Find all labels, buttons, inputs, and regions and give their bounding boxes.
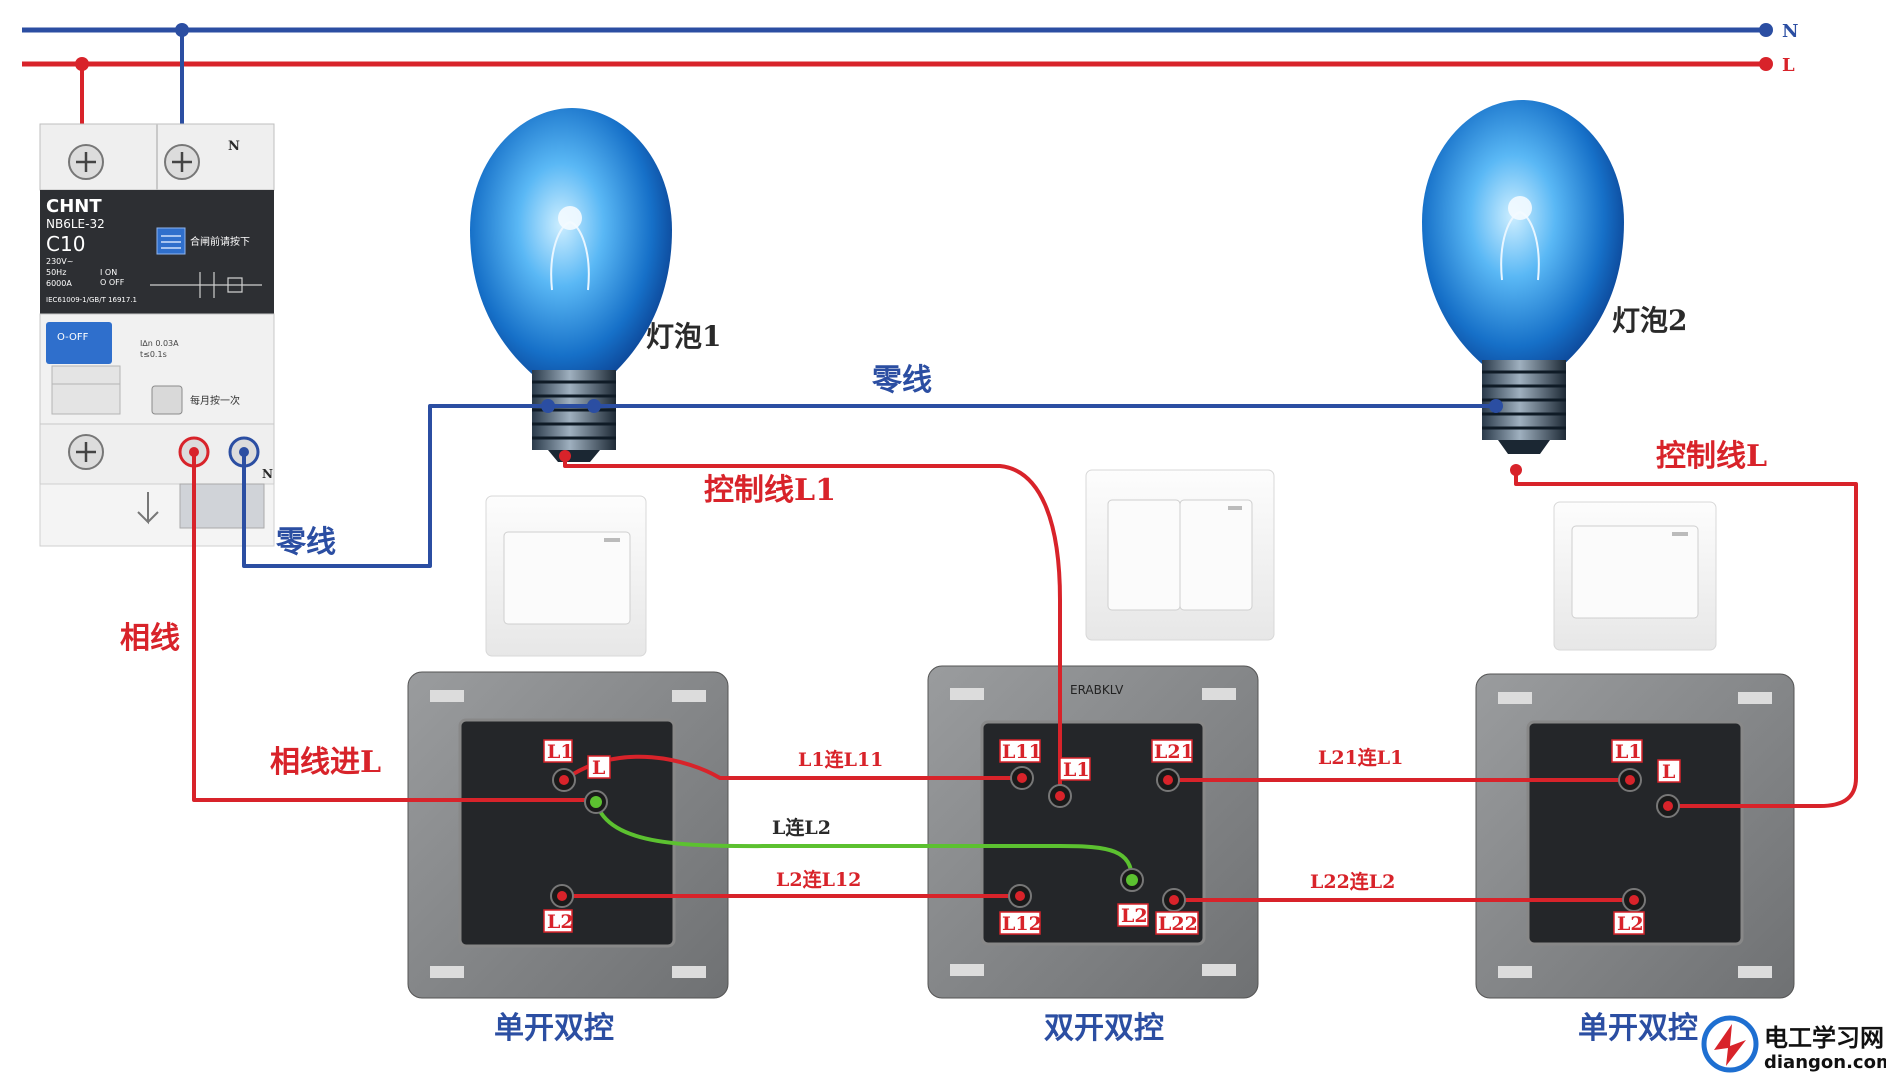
- phase-bus-end: [1759, 57, 1773, 71]
- label-l21-l1: L21连L1: [1318, 746, 1403, 769]
- left-term-l1: L1: [547, 741, 574, 763]
- middle-terminal-tags: L11 L1 L21 L12 L2 L22: [999, 739, 1199, 935]
- watermark-url: diangon.com: [1764, 1052, 1886, 1073]
- watermark: 电工学习网 diangon.com: [1701, 1015, 1886, 1073]
- caption-left-switch: 单开双控: [494, 1011, 614, 1046]
- caption-right-switch: 单开双控: [1578, 1011, 1698, 1046]
- right-term-l1: L1: [1615, 741, 1642, 763]
- label-l1-l11: L1连L11: [798, 748, 883, 771]
- down-arrow-icon: [137, 492, 159, 525]
- left-term-l2: L2: [547, 911, 574, 933]
- circuit-symbol-icon: [150, 272, 262, 298]
- caption-middle-switch: 双开双控: [1044, 1011, 1164, 1046]
- left-terminal-tags: L1 L L2: [543, 739, 611, 933]
- toggle-label: O-OFF: [57, 332, 89, 343]
- bulb-1-label: 灯泡1: [646, 320, 721, 353]
- switch-face-middle: [1085, 469, 1275, 641]
- mid-term-l11: L11: [1002, 741, 1042, 763]
- breaker-n-bottom: N: [262, 467, 273, 481]
- right-term-l2: L2: [1617, 913, 1644, 935]
- control-wire-l: [1514, 468, 1858, 808]
- middle-top-text: ERABKLV: [1070, 683, 1124, 697]
- right-terminal-tags: L1 L L2: [1611, 739, 1681, 935]
- mid-term-l12: L12: [1002, 913, 1042, 935]
- mid-term-l22: L22: [1158, 913, 1198, 935]
- breaker: N CHNT NB6LE-32 C10 230V~ 50Hz 6000A I O…: [39, 123, 275, 547]
- neutral-bus-end: [1759, 23, 1773, 37]
- neutral-wire: [242, 404, 1498, 568]
- test-window: [156, 227, 186, 255]
- switch-back-left: [407, 671, 729, 999]
- breaker-rating: C10: [46, 232, 85, 256]
- phase-bus-label: L: [1782, 55, 1795, 76]
- breaker-note: 合闸前请按下: [190, 235, 250, 248]
- rocker-key[interactable]: [1571, 525, 1699, 619]
- neutral-bus-label: N: [1782, 21, 1798, 42]
- wires: [192, 404, 1858, 902]
- breaker-brand: CHNT: [46, 196, 102, 217]
- rcd-spec-2: t≤0.1s: [140, 350, 167, 359]
- bulb-2: [1422, 100, 1624, 454]
- label-l22-l2: L22连L2: [1310, 870, 1395, 893]
- breaker-standard: IEC61009-1/GB/T 16917.1: [46, 296, 137, 304]
- label-phase-in: 相线进L: [270, 745, 381, 780]
- left-term-l: L: [592, 757, 605, 779]
- label-l-l2: L连L2: [772, 816, 831, 839]
- label-neutral-left: 零线: [276, 525, 336, 560]
- label-phase: 相线: [120, 621, 180, 656]
- switch-face-right: [1553, 501, 1717, 651]
- watermark-title: 电工学习网: [1764, 1024, 1884, 1052]
- breaker-off: O OFF: [100, 278, 125, 287]
- bulb-2-label: 灯泡2: [1612, 304, 1687, 337]
- switch-back-right: [1475, 673, 1795, 999]
- label-l2-l12: L2连L12: [776, 868, 861, 891]
- label-neutral-top: 零线: [872, 363, 932, 398]
- monthly-note: 每月按一次: [190, 394, 240, 407]
- breaker-spec-1: 230V~: [46, 257, 73, 266]
- rocker-key-left[interactable]: [1107, 499, 1181, 611]
- mid-term-l2: L2: [1121, 905, 1148, 927]
- breaker-n-top: N: [228, 139, 240, 154]
- switch-face-left: [485, 495, 647, 657]
- bulb-1: [470, 108, 672, 462]
- breaker-spec-2: 50Hz: [46, 268, 66, 277]
- phase-wire: [192, 450, 597, 802]
- control-wire-l1: [563, 454, 1062, 798]
- wire-l1-l11: [562, 754, 1024, 782]
- switch-back-middle: ERABKLV: [927, 665, 1259, 999]
- test-button[interactable]: [151, 385, 183, 415]
- breaker-spec-3: 6000A: [46, 279, 72, 288]
- terminal-dots: [541, 399, 1680, 912]
- breaker-model: NB6LE-32: [46, 217, 105, 231]
- label-control-l1: 控制线L1: [704, 473, 836, 508]
- rcd-spec-1: I∆n 0.03A: [140, 339, 179, 348]
- breaker-on: I ON: [100, 268, 117, 277]
- rocker-key-right[interactable]: [1179, 499, 1253, 611]
- label-control-l: 控制线L: [1656, 439, 1767, 474]
- mid-term-l1: L1: [1063, 759, 1090, 781]
- breaker-toggle[interactable]: [46, 322, 112, 364]
- wire-l-l2-jumper: [594, 800, 1134, 882]
- right-term-l: L: [1662, 761, 1675, 783]
- rocker-key[interactable]: [503, 531, 631, 625]
- mid-term-l21: L21: [1154, 741, 1194, 763]
